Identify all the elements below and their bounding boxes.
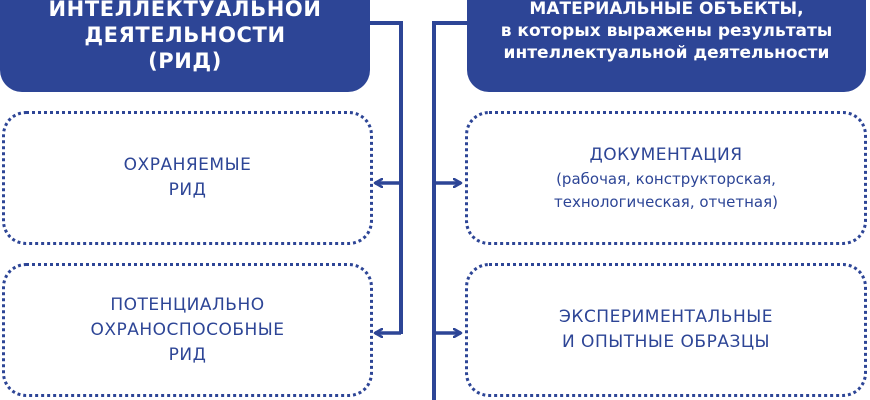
- box-text-line: РИД: [168, 344, 207, 365]
- box-text-line: ОХРАНОСПОСОБНЫЕ: [90, 319, 285, 340]
- box-text-line: ПОТЕНЦИАЛЬНО: [110, 294, 265, 315]
- left-header-line: (РИД): [148, 49, 222, 73]
- box-text-line: ОХРАНЯЕМЫЕ: [123, 155, 252, 175]
- box-text-line: ЭКСПЕРИМЕНТАЛЬНЫЕ: [559, 307, 773, 327]
- box-text-line: РИД: [168, 180, 207, 200]
- right-header-line: интеллектуальной деятельности: [503, 43, 830, 63]
- box-text-line: И ОПЫТНЫЕ ОБРАЗЦЫ: [561, 332, 771, 352]
- box-title: ДОКУМЕНТАЦИЯ: [589, 144, 743, 165]
- box-documentation: ДОКУМЕНТАЦИЯ (рабочая, конструкторская, …: [465, 111, 867, 245]
- box-potentially-protectable-rid: ПОТЕНЦИАЛЬНО ОХРАНОСПОСОБНЫЕ РИД: [2, 263, 373, 397]
- box-protected-rid: ОХРАНЯЕМЫЕ РИД: [2, 111, 373, 245]
- left-header-results-of-intellectual-activity: ИНТЕЛЛЕКТУАЛЬНОЙ ДЕЯТЕЛЬНОСТИ (РИД): [0, 0, 370, 92]
- left-header-line: ИНТЕЛЛЕКТУАЛЬНОЙ: [48, 0, 322, 21]
- box-text-line: (рабочая, конструкторская,: [556, 169, 776, 188]
- left-trunk-line: [369, 21, 403, 334]
- box-experimental-samples: ЭКСПЕРИМЕНТАЛЬНЫЕ И ОПЫТНЫЕ ОБРАЗЦЫ: [465, 263, 867, 397]
- box-text-line: технологическая, отчетная): [554, 192, 778, 211]
- right-header-material-objects: МАТЕРИАЛЬНЫЕ ОБЪЕКТЫ, в которых выражены…: [467, 0, 866, 92]
- right-header-line: МАТЕРИАЛЬНЫЕ ОБЪЕКТЫ,: [529, 0, 804, 19]
- right-header-line: в которых выражены результаты: [500, 21, 833, 41]
- left-header-line: ДЕЯТЕЛЬНОСТИ: [84, 23, 286, 47]
- right-trunk-line: [432, 21, 468, 400]
